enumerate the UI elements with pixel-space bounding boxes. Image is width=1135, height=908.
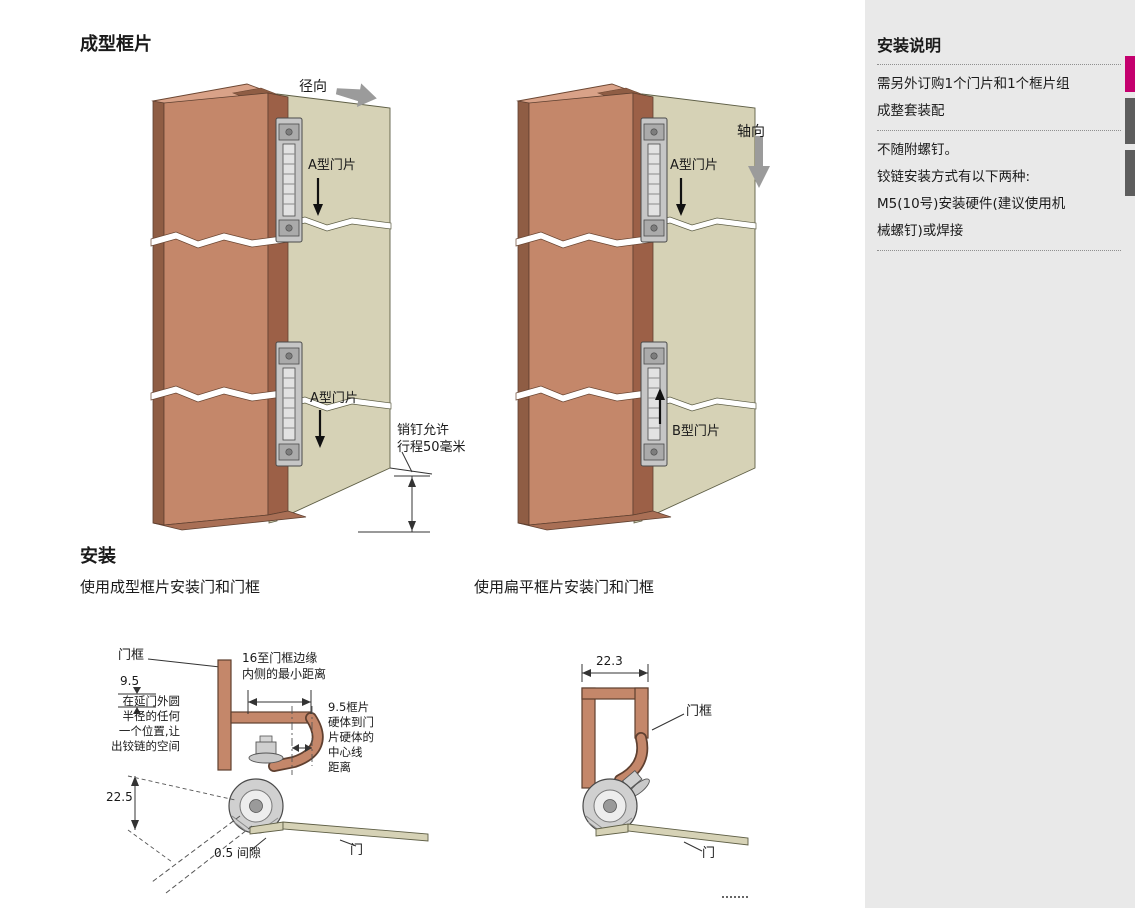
min-distance-note: 16至门框边缘 内侧的最小距离	[242, 650, 326, 682]
page-title: 成型框片	[80, 34, 152, 55]
min-distance-line: 内侧的最小距离	[242, 667, 327, 681]
dim-22-5-label: 22.5	[106, 790, 133, 804]
centerline-note-line: 9.5框片	[328, 700, 370, 714]
a-door-arrow-top	[313, 178, 323, 216]
clearance-note-line: 在延门外圆	[122, 694, 181, 708]
axial-direction-label: 轴向	[737, 124, 765, 140]
door-label-left: 门	[350, 843, 364, 858]
sidebar-note-line: 械螺钉)或焊接	[877, 223, 964, 239]
sidebar-heading: 安装说明	[877, 36, 942, 55]
a-door-label-right: A型门片	[670, 158, 718, 173]
door-label-right: 门	[702, 846, 716, 861]
a-door-arrow-bottom	[315, 410, 325, 448]
pin-travel-note-line2: 行程50毫米	[397, 440, 466, 455]
pin-travel-dimension	[358, 451, 433, 533]
dotted-divider	[877, 130, 1121, 131]
cross-section-flat	[581, 664, 749, 852]
radial-direction-label: 径向	[299, 79, 327, 95]
cross-section-formed	[118, 658, 429, 894]
centerline-note-line: 距离	[328, 760, 351, 774]
centerline-note: 9.5框片 硬体到门 片硬体的 中心线 距离	[328, 700, 374, 775]
frame-label-right: 门框	[686, 704, 713, 719]
iso-diagram-formed	[151, 83, 433, 533]
a-door-label-top-left: A型门片	[308, 158, 356, 173]
clearance-note-line: 一个位置,让	[118, 724, 180, 738]
caption-formed-frame: 使用成型框片安装门和门框	[80, 578, 261, 596]
pin-travel-note: 销钉允许 行程50毫米	[397, 422, 466, 456]
sidebar-note-line: 不随附螺钉。	[877, 142, 958, 158]
installation-notes-sidebar: 安装说明 需另外订购1个门片和1个框片组 成整套装配 不随附螺钉。 铰链安装方式…	[865, 0, 1135, 908]
dim-9-5-label: 9.5	[120, 674, 140, 688]
install-heading: 安装	[80, 546, 116, 567]
b-door-label-right: B型门片	[672, 424, 720, 439]
sidebar-note-line: 成整套装配	[877, 103, 945, 119]
dotted-divider	[877, 250, 1121, 251]
sidebar-note-block-2: 不随附螺钉。 铰链安装方式有以下两种: M5(10号)安装硬件(建议使用机 械螺…	[877, 137, 1121, 245]
sidebar-note-line: M5(10号)安装硬件(建议使用机	[877, 196, 1066, 212]
min-distance-line: 16至门框边缘	[242, 651, 318, 665]
dotted-divider	[877, 64, 1121, 65]
centerline-note-line: 片硬体的	[328, 730, 374, 744]
gap-note-label: 0.5 间隙	[214, 846, 261, 860]
side-tab-accent	[1125, 56, 1135, 92]
a-door-arrow-right	[676, 178, 686, 216]
a-door-label-bottom-left: A型门片	[310, 391, 358, 406]
centerline-note-line: 硬体到门	[328, 715, 374, 729]
clearance-note-line: 出铰链的空间	[111, 739, 180, 753]
sidebar-note-line: 铰链安装方式有以下两种:	[877, 169, 1031, 185]
clearance-note: 在延门外圆 半径的任何 一个位置,让 出铰链的空间	[96, 694, 180, 754]
iso-diagram-flat	[516, 84, 770, 530]
frame-label-left: 门框	[118, 648, 145, 663]
dotted-mark	[722, 896, 748, 898]
radial-arrow-icon	[335, 83, 377, 108]
axial-arrow-icon	[748, 136, 770, 188]
sidebar-note-line: 需另外订购1个门片和1个框片组	[877, 76, 1070, 92]
clearance-note-line: 半径的任何	[122, 709, 181, 723]
sidebar-note-block-1: 需另外订购1个门片和1个框片组 成整套装配	[877, 71, 1121, 125]
centerline-note-line: 中心线	[328, 745, 363, 759]
side-tab-2	[1125, 150, 1135, 196]
pin-travel-note-line1: 销钉允许	[397, 423, 450, 438]
caption-flat-frame: 使用扁平框片安装门和门框	[474, 578, 655, 596]
side-tab-1	[1125, 98, 1135, 144]
b-door-arrow-right	[655, 388, 665, 424]
dim-22-3-label: 22.3	[596, 654, 623, 668]
